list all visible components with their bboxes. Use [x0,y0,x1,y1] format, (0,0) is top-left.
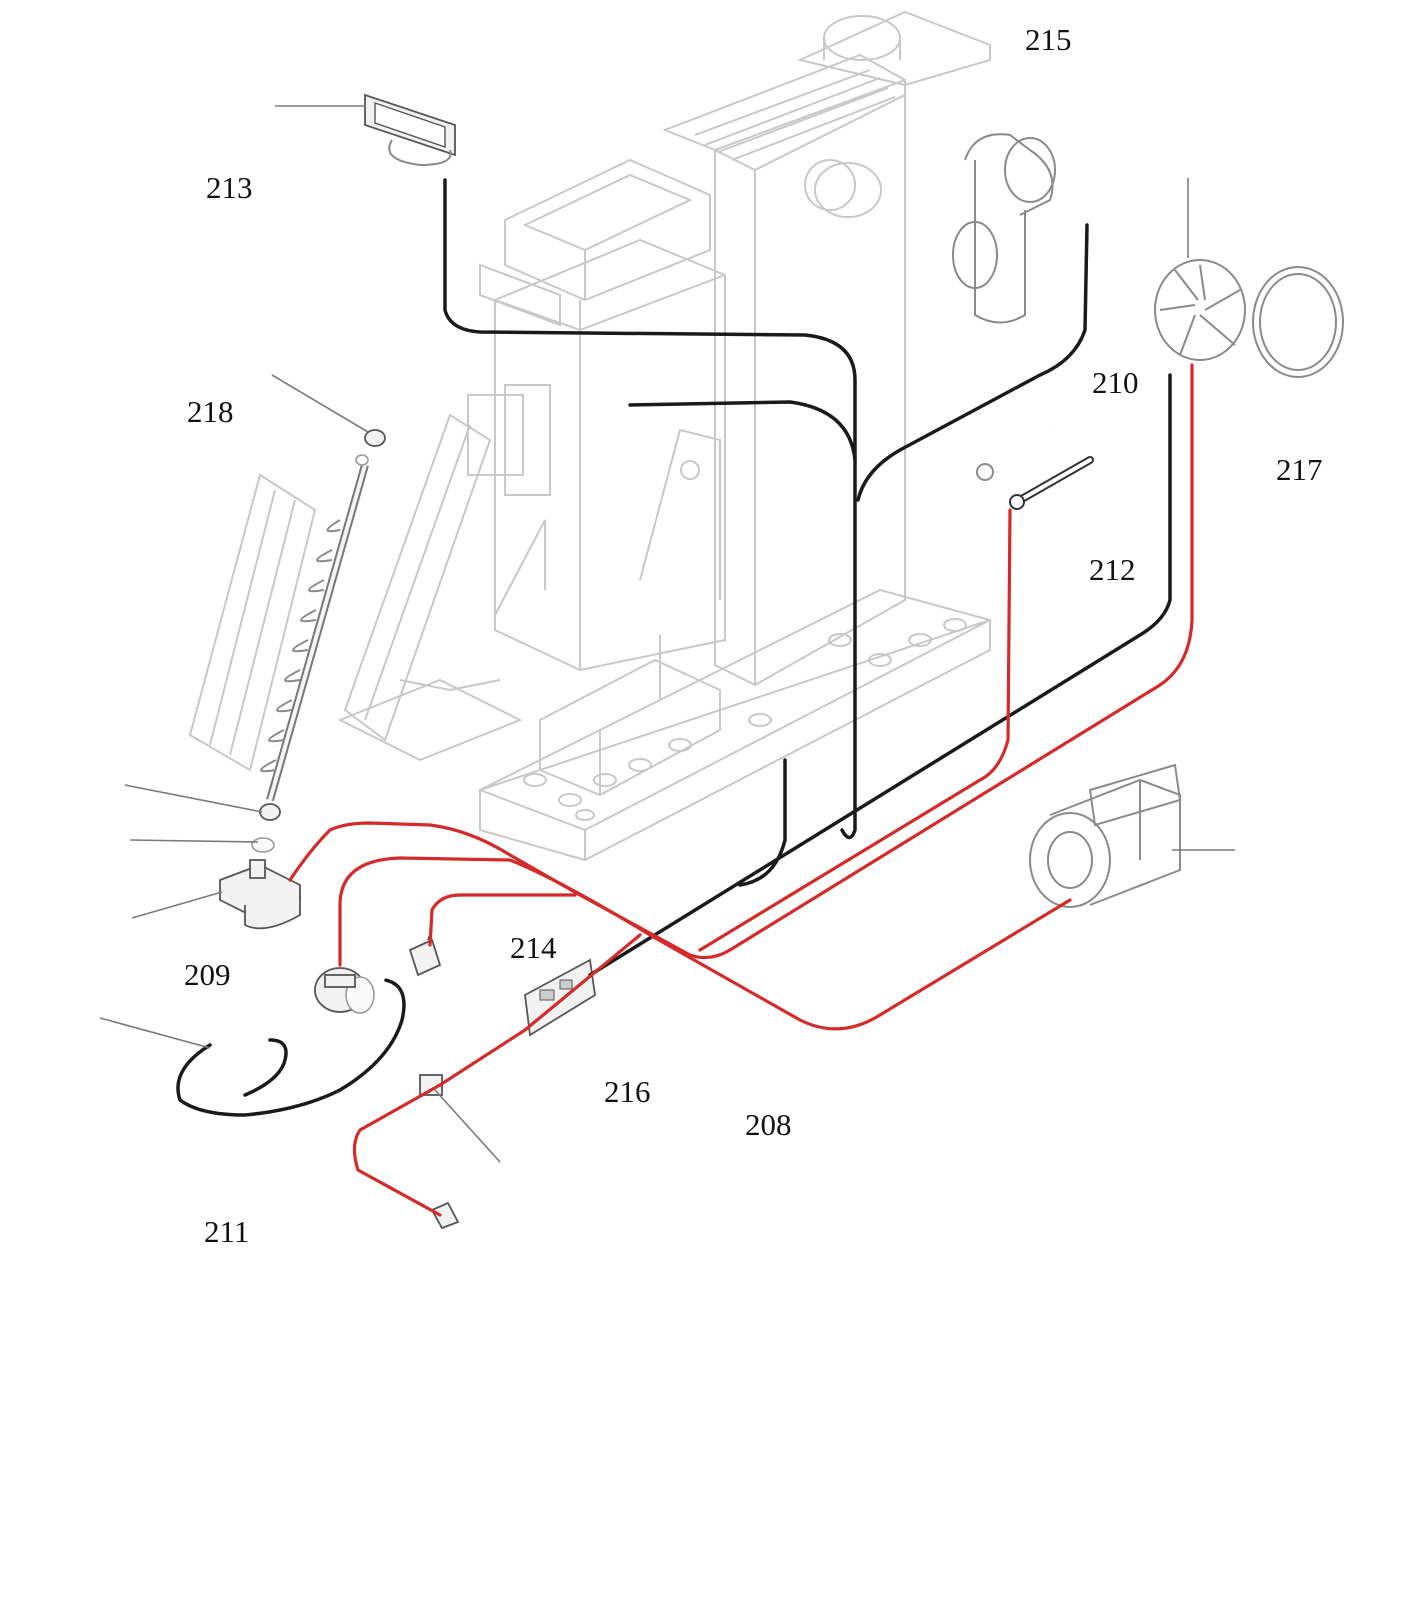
flue-tee-pipe [952,133,1056,324]
label-213: 213 [206,170,253,205]
combustion-fan [1154,259,1344,378]
label-208: 208 [745,1107,792,1142]
auger-motor [219,859,301,930]
igniter-rods [976,423,1094,510]
power-plug [430,1201,460,1230]
label-210: 210 [1092,365,1139,400]
label-212: 212 [1089,552,1136,587]
part-labels: 215 213 210 218 217 212 214 209 216 208 … [184,22,1323,1249]
control-board [524,958,596,1037]
label-211: 211 [204,1214,249,1249]
label-216: 216 [604,1074,651,1109]
leader-lines [99,105,1235,1163]
thermostat-switch [408,929,442,977]
label-217: 217 [1276,452,1323,487]
control-panel [364,93,456,167]
label-218: 218 [187,394,234,429]
room-blower [1029,763,1182,908]
label-209: 209 [184,957,231,992]
stove-body [477,10,991,862]
wiring-harness [176,178,1194,1217]
label-214: 214 [510,930,557,965]
auger-assembly [188,394,524,853]
pressure-switch [314,967,375,1014]
label-215: 215 [1025,22,1072,57]
